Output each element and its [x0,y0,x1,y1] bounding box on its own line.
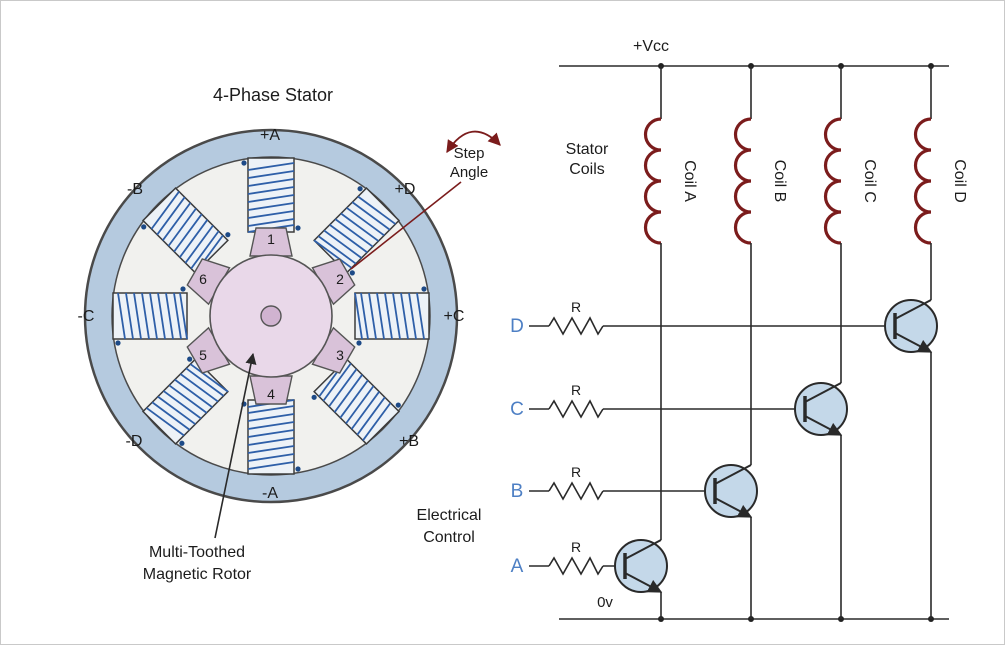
input-row-d: D R [510,299,895,337]
pole-label-minus-b: -B [127,181,143,198]
resistor-label-c: R [571,382,581,398]
resistor-label-b: R [571,464,581,480]
pole-label-plus-a: +A [260,127,280,144]
transistor-b [705,465,757,517]
input-label-d: D [510,316,524,337]
electrical-control-label-line2: Control [423,529,475,546]
tooth-number-5: 5 [199,347,207,363]
pole-label-plus-c: +C [444,308,465,325]
pole-label-minus-a: -A [262,485,278,502]
electrical-control-label-line1: Electrical [417,507,482,524]
input-row-a: A R [511,539,625,577]
pole-minus-c [112,285,188,347]
resistor-c [548,400,604,418]
transistor-a [615,540,667,592]
tooth-number-3: 3 [336,347,344,363]
stator-coils-label-line2: Coils [569,161,605,178]
tooth-number-1: 1 [267,231,275,247]
coil-d-label: Coil D [951,159,968,203]
pole-label-plus-d: +D [395,181,416,198]
vcc-label: +Vcc [633,38,669,55]
step-angle-arc-arrow [446,130,501,154]
transistor-d [885,300,937,352]
pole-plus-a [240,157,302,233]
resistor-label-a: R [571,539,581,555]
input-row-c: C R [510,382,805,420]
pole-label-plus-b: +B [399,433,419,450]
tooth-number-2: 2 [336,271,344,287]
coil-a-label: Coil A [681,160,698,202]
step-angle-pointer-line [350,181,462,270]
input-label-a: A [511,556,524,577]
input-row-b: B R [511,464,715,502]
rotor-caption-pointer-line [214,352,257,539]
step-angle-label-line1: Step [454,145,485,162]
tooth-number-4: 4 [267,386,275,402]
resistor-label-d: R [571,299,581,315]
stator-title: 4-Phase Stator [213,85,333,105]
stator-section: 4-Phase Stator +A +D +C +B -A -D -C -B [78,85,501,583]
coil-b-inductor [733,117,753,245]
coil-c-label: Coil C [861,159,878,203]
stator-coils: Coil A Coil B Coil C Coil D [643,117,968,245]
coil-b-label: Coil B [771,160,788,203]
input-label-b: B [511,481,524,502]
input-label-c: C [510,399,524,420]
circuit-section: +Vcc Coil A Coil B Coil C Coil D S [417,38,968,622]
rotor-caption-line1: Multi-Toothed [149,544,245,561]
tooth-number-6: 6 [199,271,207,287]
pole-label-minus-c: -C [78,308,95,325]
rotor-caption: Multi-Toothed Magnetic Rotor [143,352,257,583]
stator-coils-label-line1: Stator [566,141,609,158]
coil-a-inductor [643,117,663,245]
resistor-b [548,482,604,500]
pole-labels: +A +D +C +B -A -D -C -B [78,127,465,502]
coil-d-inductor [913,117,933,245]
collector-emitter-wires [660,243,932,619]
step-angle-annotation: Step Angle [350,130,501,270]
rotor-caption-line2: Magnetic Rotor [143,566,252,583]
step-angle-label-line2: Angle [450,164,488,181]
resistor-d [548,317,604,335]
transistor-c [795,383,847,435]
rotor: 1 2 3 4 5 6 [183,227,359,405]
pole-label-minus-d: -D [126,433,143,450]
coil-c-inductor [823,117,843,245]
ground-label: 0v [597,594,613,611]
rotor-hub [260,305,282,327]
coil-feed-wires [660,66,932,119]
resistor-a [548,557,604,575]
pole-minus-a [240,399,302,475]
pole-plus-c [354,285,430,347]
